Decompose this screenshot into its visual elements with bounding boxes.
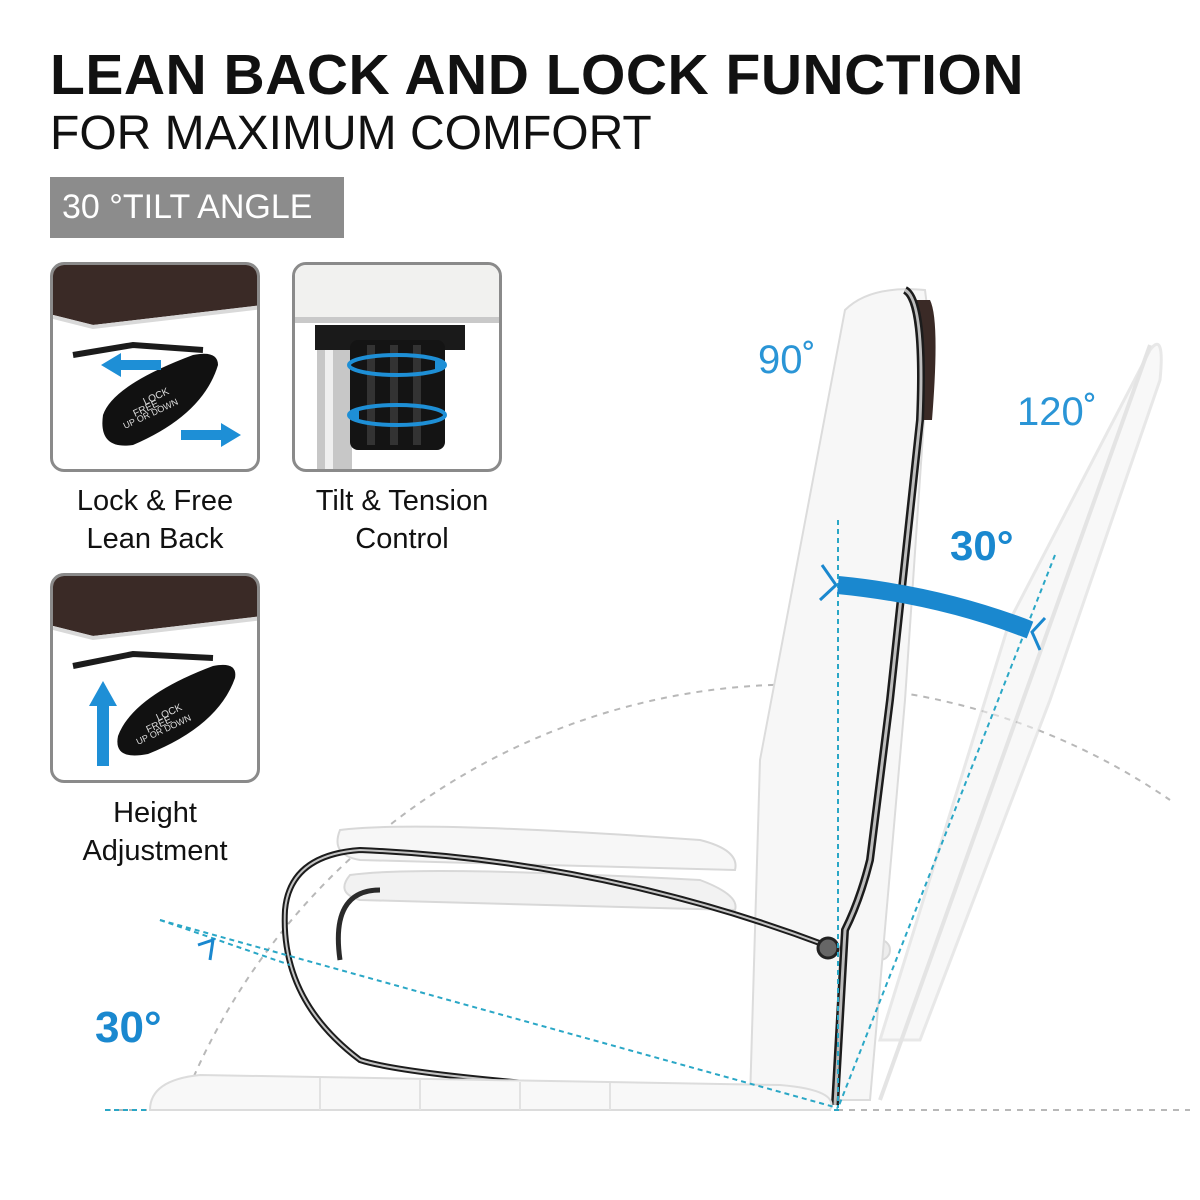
feature-card-tilt-tension	[292, 262, 502, 472]
lever-arrows-horizontal-icon: LOCK FREE UP OR DOWN	[53, 265, 257, 447]
feature-caption-lock-free: Lock & Free Lean Back	[40, 482, 270, 558]
seat-tilt-arrow	[197, 937, 215, 961]
caption-line: Height	[113, 797, 197, 829]
page-subtitle: FOR MAXIMUM COMFORT	[50, 107, 652, 160]
feature-caption-tilt-tension: Tilt & Tension Control	[282, 482, 522, 558]
page-title: LEAN BACK AND LOCK FUNCTION	[50, 43, 1024, 107]
tension-knob-rotate-icon	[295, 265, 499, 469]
upright-angle-label: 90˚	[758, 338, 816, 382]
seat-cushion	[148, 1073, 833, 1111]
tilt-angle-badge: 30 °TILT ANGLE	[50, 177, 344, 238]
lever-arrow-up-icon: LOCK FREE UP OR DOWN	[53, 576, 257, 766]
feature-card-lock-free: LOCK FREE UP OR DOWN	[50, 262, 260, 472]
back-tilt-angle-label: 30°	[950, 522, 1014, 569]
caption-line: Lean Back	[86, 523, 224, 555]
back-tilt-arc	[837, 576, 1034, 639]
seat-tilt-angle-label: 30°	[95, 1003, 162, 1052]
armrest-frame	[281, 825, 840, 1103]
feature-card-height: LOCK FREE UP OR DOWN	[50, 573, 260, 783]
feature-caption-height: Height Adjustment	[40, 794, 270, 870]
upright-backrest	[748, 286, 936, 1106]
reclined-backrest-ghost	[869, 342, 1163, 1101]
caption-line: Lock & Free	[76, 485, 234, 517]
caption-line: Adjustment	[82, 835, 228, 867]
reclined-angle-label: 120˚	[1017, 390, 1098, 434]
caption-line: Tilt & Tension	[315, 485, 489, 517]
caption-line: Control	[355, 523, 449, 555]
